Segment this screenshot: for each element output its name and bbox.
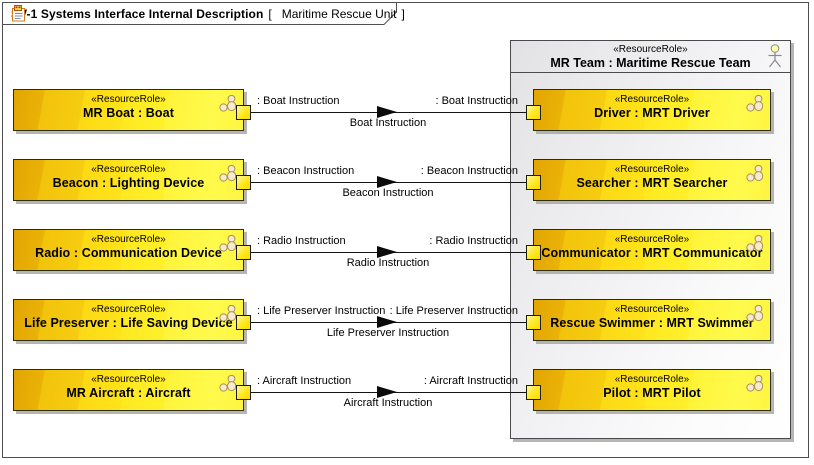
target-port-label[interactable]: : Boat Instruction: [435, 95, 518, 107]
right-node[interactable]: «ResourceRole» Searcher : MRT Searcher: [533, 159, 771, 201]
source-port-label[interactable]: : Boat Instruction: [257, 95, 340, 107]
resource-role-icon: [219, 94, 238, 118]
resource-role-icon: [746, 234, 765, 258]
target-port-label[interactable]: : Life Preserver Instruction: [389, 305, 518, 317]
node-stereotype: «ResourceRole»: [614, 94, 690, 105]
target-port[interactable]: [526, 315, 541, 330]
right-node[interactable]: «ResourceRole» Rescue Swimmer : MRT Swim…: [533, 299, 771, 341]
container-stereotype: «ResourceRole»: [613, 44, 688, 55]
source-port-label[interactable]: : Beacon Instruction: [257, 165, 355, 177]
target-port[interactable]: [526, 385, 541, 400]
flow-arrowhead-icon: [377, 176, 397, 188]
resource-role-icon: [219, 164, 238, 188]
target-port[interactable]: [526, 245, 541, 260]
node-name: Life Preserver : Life Saving Device: [24, 316, 233, 330]
resource-role-icon: [746, 304, 765, 328]
resource-role-icon: [746, 374, 765, 398]
node-name: Pilot : MRT Pilot: [603, 386, 701, 400]
source-port[interactable]: [236, 385, 251, 400]
flow-label[interactable]: Aircraft Instruction: [343, 397, 433, 409]
node-name: MR Aircraft : Aircraft: [66, 386, 191, 400]
source-port[interactable]: [236, 315, 251, 330]
flow-arrowhead-icon: [377, 246, 397, 258]
container-name: MR Team : Maritime Rescue Team: [550, 56, 751, 70]
left-node[interactable]: «ResourceRole» Radio : Communication Dev…: [13, 229, 244, 271]
target-port-label[interactable]: : Beacon Instruction: [420, 165, 518, 177]
diagram-title: SV-1 Systems Interface Internal Descript…: [11, 6, 264, 21]
flow-label[interactable]: Beacon Instruction: [342, 187, 434, 199]
left-node[interactable]: «ResourceRole» Life Preserver : Life Sav…: [13, 299, 244, 341]
flow-label[interactable]: Life Preserver Instruction: [326, 327, 450, 339]
target-port[interactable]: [526, 175, 541, 190]
node-name: Beacon : Lighting Device: [52, 176, 205, 190]
left-node[interactable]: «ResourceRole» MR Boat : Boat: [13, 89, 244, 131]
source-port-label[interactable]: : Life Preserver Instruction: [257, 305, 386, 317]
diagram-tab: SV-1 Systems Interface Internal Descript…: [2, 2, 405, 25]
node-stereotype: «ResourceRole»: [614, 374, 690, 385]
flow-label[interactable]: Radio Instruction: [346, 257, 430, 269]
container-header[interactable]: «ResourceRole» MR Team : Maritime Rescue…: [511, 41, 790, 73]
flow-arrowhead-icon: [377, 316, 397, 328]
resource-role-icon: [219, 374, 238, 398]
left-node[interactable]: «ResourceRole» Beacon : Lighting Device: [13, 159, 244, 201]
resource-role-icon: [219, 234, 238, 258]
tab-outline: [2, 2, 397, 25]
resource-role-icon: [219, 304, 238, 328]
source-port[interactable]: [236, 245, 251, 260]
target-port[interactable]: [526, 105, 541, 120]
source-port[interactable]: [236, 175, 251, 190]
node-stereotype: «ResourceRole»: [614, 164, 690, 175]
resource-role-icon: [746, 164, 765, 188]
context-bracket-open: [: [268, 6, 272, 21]
node-name: Searcher : MRT Searcher: [576, 176, 728, 190]
target-port-label[interactable]: : Aircraft Instruction: [423, 375, 518, 387]
context-bracket-close: ]: [401, 6, 405, 21]
node-stereotype: «ResourceRole»: [614, 234, 690, 245]
node-stereotype: «ResourceRole»: [91, 234, 166, 245]
node-stereotype: «ResourceRole»: [91, 94, 166, 105]
resource-role-icon: [746, 94, 765, 118]
flow-arrowhead-icon: [377, 386, 397, 398]
node-stereotype: «ResourceRole»: [91, 304, 166, 315]
node-name: Rescue Swimmer : MRT Swimmer: [550, 316, 754, 330]
node-name: Driver : MRT Driver: [594, 106, 710, 120]
source-port-label[interactable]: : Aircraft Instruction: [257, 375, 352, 387]
node-name: Communicator : MRT Communicator: [541, 246, 763, 260]
flow-label[interactable]: Boat Instruction: [349, 117, 427, 129]
diagram-context-name: Maritime Rescue Unit: [281, 6, 397, 21]
node-name: Radio : Communication Device: [35, 246, 222, 260]
node-stereotype: «ResourceRole»: [91, 374, 166, 385]
flow-arrowhead-icon: [377, 106, 397, 118]
source-port-label[interactable]: : Radio Instruction: [257, 235, 346, 247]
node-name: MR Boat : Boat: [83, 106, 174, 120]
target-port-label[interactable]: : Radio Instruction: [429, 235, 518, 247]
right-node[interactable]: «ResourceRole» Communicator : MRT Commun…: [533, 229, 771, 271]
node-stereotype: «ResourceRole»: [91, 164, 166, 175]
right-node[interactable]: «ResourceRole» Pilot : MRT Pilot: [533, 369, 771, 411]
left-node[interactable]: «ResourceRole» MR Aircraft : Aircraft: [13, 369, 244, 411]
actor-icon: [767, 44, 783, 74]
node-stereotype: «ResourceRole»: [614, 304, 690, 315]
right-node[interactable]: «ResourceRole» Driver : MRT Driver: [533, 89, 771, 131]
source-port[interactable]: [236, 105, 251, 120]
